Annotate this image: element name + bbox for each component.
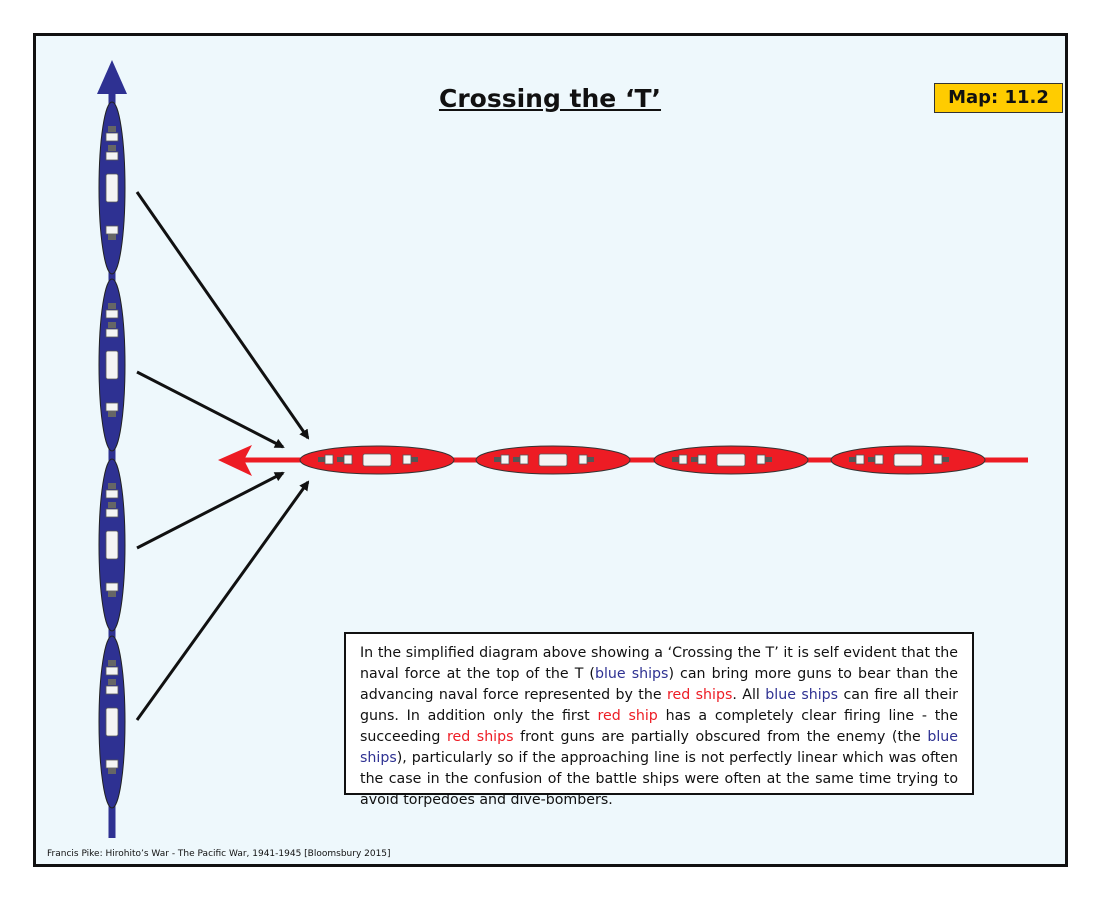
- gun-turret-icon: [105, 328, 119, 338]
- superstructure-icon: [105, 173, 119, 203]
- note-text: ) can bring more guns to bear than the a…: [360, 666, 958, 703]
- red-ship: [653, 445, 809, 475]
- red-ships-highlight: red ships: [446, 729, 514, 745]
- gun-turret-icon: [105, 489, 119, 499]
- gun-turret-icon: [756, 454, 766, 465]
- gun-turret-icon: [500, 454, 510, 465]
- superstructure-icon: [362, 453, 392, 467]
- note-text: ), particularly so if the approaching li…: [360, 750, 958, 808]
- gun-turret-icon: [105, 402, 119, 412]
- red-ship: [299, 445, 455, 475]
- blue-ship: [98, 278, 126, 452]
- gun-barrels-icon: [108, 483, 116, 489]
- superstructure-icon: [716, 453, 746, 467]
- gun-barrels-icon: [411, 457, 418, 462]
- gun-turret-icon: [105, 225, 119, 235]
- gun-turret-icon: [874, 454, 884, 465]
- gun-barrels-icon: [108, 411, 116, 417]
- map-number-badge: Map: 11.2: [934, 83, 1063, 113]
- red-ships-highlight: red ships: [666, 687, 733, 703]
- gun-turret-icon: [105, 685, 119, 695]
- gun-turret-icon: [324, 454, 334, 465]
- gun-barrels-icon: [108, 145, 116, 151]
- red-ship: [475, 445, 631, 475]
- note-text: In the simplified diagram above showing …: [360, 645, 958, 682]
- gun-barrels-icon: [108, 679, 116, 685]
- gun-turret-icon: [697, 454, 707, 465]
- gun-barrels-icon: [108, 303, 116, 309]
- gun-barrels-icon: [942, 457, 949, 462]
- red-direction-arrow-icon: [218, 445, 252, 476]
- gun-turret-icon: [678, 454, 688, 465]
- gun-barrels-icon: [108, 322, 116, 328]
- gun-barrels-icon: [691, 457, 698, 462]
- line-of-fire-arrow: [135, 191, 310, 440]
- superstructure-icon: [538, 453, 568, 467]
- blue-ship: [98, 101, 126, 275]
- gun-barrels-icon: [337, 457, 344, 462]
- gun-turret-icon: [578, 454, 588, 465]
- source-credit: Francis Pike: Hirohito’s War - The Pacif…: [47, 849, 391, 859]
- gun-turret-icon: [105, 151, 119, 161]
- gun-barrels-icon: [108, 768, 116, 774]
- note-text: front guns are partially obscured from t…: [513, 729, 928, 745]
- line-of-fire-arrow: [136, 471, 285, 550]
- gun-turret-icon: [402, 454, 412, 465]
- gun-barrels-icon: [108, 660, 116, 666]
- gun-barrels-icon: [108, 591, 116, 597]
- blue-ships-highlight: blue ships: [765, 687, 839, 703]
- gun-turret-icon: [105, 508, 119, 518]
- note-text: . All: [732, 687, 766, 703]
- gun-barrels-icon: [513, 457, 520, 462]
- blue-ships-highlight: blue ships: [360, 729, 958, 766]
- line-of-fire-arrow: [135, 480, 310, 721]
- gun-turret-icon: [105, 582, 119, 592]
- superstructure-icon: [105, 530, 119, 560]
- gun-barrels-icon: [849, 457, 856, 462]
- blue-ship: [98, 458, 126, 632]
- gun-barrels-icon: [868, 457, 875, 462]
- blue-ships-highlight: blue ships: [594, 666, 669, 682]
- red-ship: [830, 445, 986, 475]
- gun-turret-icon: [105, 666, 119, 676]
- gun-turret-icon: [343, 454, 353, 465]
- gun-turret-icon: [933, 454, 943, 465]
- gun-barrels-icon: [587, 457, 594, 462]
- gun-turret-icon: [519, 454, 529, 465]
- note-text: can fire all their guns. In addition onl…: [360, 687, 958, 724]
- gun-barrels-icon: [765, 457, 772, 462]
- gun-turret-icon: [855, 454, 865, 465]
- gun-barrels-icon: [318, 457, 325, 462]
- gun-barrels-icon: [108, 126, 116, 132]
- superstructure-icon: [893, 453, 923, 467]
- gun-barrels-icon: [108, 502, 116, 508]
- red-ships-highlight: red ship: [597, 708, 658, 724]
- gun-barrels-icon: [672, 457, 679, 462]
- superstructure-icon: [105, 707, 119, 737]
- line-of-fire-arrow: [136, 370, 285, 449]
- gun-barrels-icon: [108, 234, 116, 240]
- gun-barrels-icon: [494, 457, 501, 462]
- blue-ship: [98, 635, 126, 809]
- gun-turret-icon: [105, 759, 119, 769]
- note-text: has a completely clear firing line - the…: [360, 708, 958, 745]
- gun-turret-icon: [105, 132, 119, 142]
- gun-turret-icon: [105, 309, 119, 319]
- superstructure-icon: [105, 350, 119, 380]
- explanation-textbox: In the simplified diagram above showing …: [344, 632, 974, 808]
- blue-direction-arrow-icon: [97, 60, 127, 94]
- page-title: Crossing the ‘T’: [438, 84, 662, 113]
